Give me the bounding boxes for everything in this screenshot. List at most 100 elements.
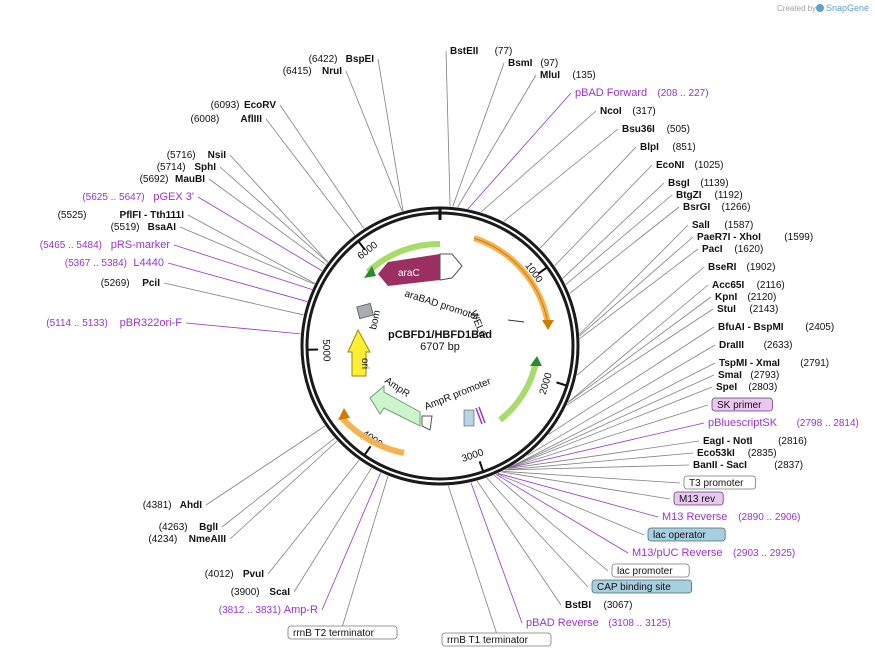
- feature-box-sk-primer[interactable]: SK primer: [711, 397, 773, 412]
- feature-box-bg: [287, 625, 398, 640]
- feature-box-t3-promoter[interactable]: T3 promoter: [683, 475, 756, 490]
- ampr-promoter-arrow[interactable]: [421, 415, 433, 431]
- connector-line: [179, 226, 315, 285]
- ampr-feature[interactable]: [369, 384, 421, 427]
- label-position: (851): [672, 142, 695, 153]
- site-label-smai[interactable]: SmaI(2793): [718, 370, 779, 381]
- label-name: pBAD Forward: [575, 87, 647, 99]
- ampr-promoter-label: AmpR promoter: [423, 376, 493, 413]
- site-label-ncoi[interactable]: NcoI(317): [600, 106, 656, 117]
- site-label-nsii[interactable]: NsiI(5716): [167, 150, 227, 161]
- primer-label-pbad-forward[interactable]: pBAD Forward (208 .. 227): [575, 87, 709, 99]
- feature-box-rrnb-t2-terminator[interactable]: rrnB T2 terminator: [287, 625, 398, 640]
- site-label-pcii[interactable]: PciI(5269): [101, 278, 161, 289]
- site-label-stui[interactable]: StuI(2143): [717, 304, 778, 315]
- site-label-bsu36i[interactable]: Bsu36I(505): [622, 124, 690, 135]
- site-label-draiii[interactable]: DraIII (2633): [719, 340, 793, 351]
- site-label-spei[interactable]: SpeI(2803): [716, 382, 777, 393]
- site-label-bsteii[interactable]: BstEII(77): [450, 46, 512, 57]
- label-name: PacI: [702, 244, 723, 255]
- site-label-tspmi-xmai[interactable]: TspMI - XmaI(2791): [719, 358, 829, 369]
- feature-box-text: T3 promoter: [689, 478, 744, 489]
- site-label-paer7i-xhoi[interactable]: PaeR7I - XhoI(1599): [697, 232, 813, 243]
- site-label-scai[interactable]: ScaI(3900): [231, 587, 291, 598]
- label-name: PvuI: [243, 569, 264, 580]
- label-name: BseRI: [708, 262, 737, 273]
- connector-line: [197, 196, 323, 272]
- feature-box-cap-binding-site[interactable]: CAP binding site: [591, 579, 692, 594]
- site-label-eco53ki[interactable]: Eco53kI(2835): [697, 448, 777, 459]
- feature-box-lac-operator[interactable]: lac operator: [647, 527, 726, 542]
- site-label-sphi[interactable]: SphI(5714): [157, 162, 217, 173]
- ori-feature[interactable]: [347, 328, 371, 377]
- site-label-nmeaiii[interactable]: NmeAIII(4234): [148, 534, 226, 545]
- primer-label-m13-reverse[interactable]: M13 Reverse(2890 .. 2906): [662, 511, 800, 523]
- primer-mark-2: [478, 406, 486, 424]
- primer-label-amp-r[interactable]: Amp-R(3812 .. 3831): [219, 604, 318, 616]
- primer-label-pgex-3-[interactable]: pGEX 3'(5625 .. 5647): [82, 191, 194, 203]
- site-label-mlui[interactable]: MluI(135): [540, 70, 596, 81]
- arabad-promoter-arrow[interactable]: [439, 253, 463, 281]
- site-label-bstbi[interactable]: BstBI(3067): [565, 600, 632, 611]
- site-label-eagi-noti[interactable]: EagI - NotI(2816): [703, 436, 807, 447]
- site-label-pflfi-tth111i[interactable]: PflFI - Tth111I(5525): [58, 210, 185, 221]
- site-label-nrui[interactable]: NruI(6415): [283, 66, 343, 77]
- label-position: (2633): [764, 340, 793, 351]
- bom-feature[interactable]: [356, 302, 374, 320]
- site-label-ahdi[interactable]: AhdI(4381): [143, 500, 203, 511]
- connector-line: [505, 452, 694, 471]
- bom-label: bom: [368, 309, 383, 330]
- primer-label-l4440[interactable]: L4440(5367 .. 5384): [65, 257, 164, 269]
- site-label-bgli[interactable]: BglI(4263): [159, 522, 219, 533]
- primer-label-pbluescriptsk[interactable]: pBluescriptSK(2798 .. 2814): [708, 417, 859, 429]
- label-name: EagI - NotI: [703, 436, 753, 447]
- connector-line: [510, 374, 715, 468]
- primer-label-pbr322ori-f[interactable]: pBR322ori-F(5114 .. 5133): [46, 317, 182, 329]
- primer-label-prs-marker[interactable]: pRS-marker(5465 .. 5484): [40, 239, 171, 251]
- site-label-pvui[interactable]: PvuI(4012): [205, 569, 265, 580]
- feature-box-rrnb-t1-terminator[interactable]: rrnB T1 terminator: [441, 632, 552, 647]
- site-label-banii-saci[interactable]: BanII - SacI(2837): [693, 460, 803, 471]
- label-name: BglI: [199, 522, 218, 533]
- site-label-blpi[interactable]: BlpI(851): [640, 142, 696, 153]
- label-name: pRS-marker: [111, 239, 171, 251]
- label-name: TspMI - XmaI: [719, 358, 780, 369]
- site-label-maubi[interactable]: MauBI(5692): [140, 174, 206, 185]
- site-label-acc65i[interactable]: Acc65I(2116): [712, 280, 785, 291]
- site-label-econi[interactable]: EcoNI(1025): [656, 160, 723, 171]
- orange-feature-bottom: [339, 415, 405, 456]
- site-label-afliii[interactable]: AflIII(6008): [190, 114, 262, 125]
- lac-region-feature[interactable]: [463, 409, 475, 427]
- site-label-ecorv[interactable]: EcoRV(6093): [211, 100, 277, 111]
- feature-box-lac-promoter[interactable]: lac promoter: [611, 563, 690, 578]
- site-label-bfuai-bspmi[interactable]: BfuAI - BspMI(2405): [718, 322, 834, 333]
- primer-label-m13-puc-reverse[interactable]: M13/pUC Reverse(2903 .. 2925): [632, 547, 795, 559]
- label-position: (5525): [58, 210, 87, 221]
- label-name: AflIII: [240, 114, 262, 125]
- label-name: DraIII: [719, 340, 744, 351]
- credit-brand: SnapGene: [826, 3, 869, 13]
- site-label-paci[interactable]: PacI(1620): [702, 244, 763, 255]
- feature-box-text: SK primer: [717, 400, 762, 411]
- left-labels: BspEI(6422)NruI(6415) EcoRV(6093) AflIII(6…: [40, 54, 552, 647]
- primer-label-pbad-reverse[interactable]: pBAD Reverse(3108 .. 3125): [526, 617, 671, 629]
- label-position: (5692): [140, 174, 169, 185]
- feature-box-m13-rev[interactable]: M13 rev: [673, 491, 724, 506]
- arac-feature[interactable]: [378, 254, 440, 286]
- connector-line: [167, 262, 308, 302]
- site-label-bsmi[interactable]: BsmI(97): [508, 58, 558, 69]
- connector-line: [505, 464, 690, 471]
- label-position: (208 .. 227): [657, 88, 708, 99]
- label-position: (3900): [231, 587, 260, 598]
- site-label-bsrgi[interactable]: BsrGI(1266): [683, 202, 750, 213]
- site-label-kpni[interactable]: KpnI(2120): [715, 292, 776, 303]
- site-label-bsgi[interactable]: BsgI(1139): [668, 178, 729, 189]
- site-label-sali[interactable]: SalI(1587): [692, 220, 753, 231]
- green-feature-top: [365, 240, 441, 275]
- arac-label: araC: [398, 268, 420, 279]
- site-label-bsaai[interactable]: BsaAI(5519): [111, 222, 177, 233]
- site-label-bspei[interactable]: BspEI(6422): [309, 54, 375, 65]
- site-label-btgzi[interactable]: BtgZI(1192): [676, 190, 743, 201]
- site-label-bseri[interactable]: BseRI(1902): [708, 262, 775, 273]
